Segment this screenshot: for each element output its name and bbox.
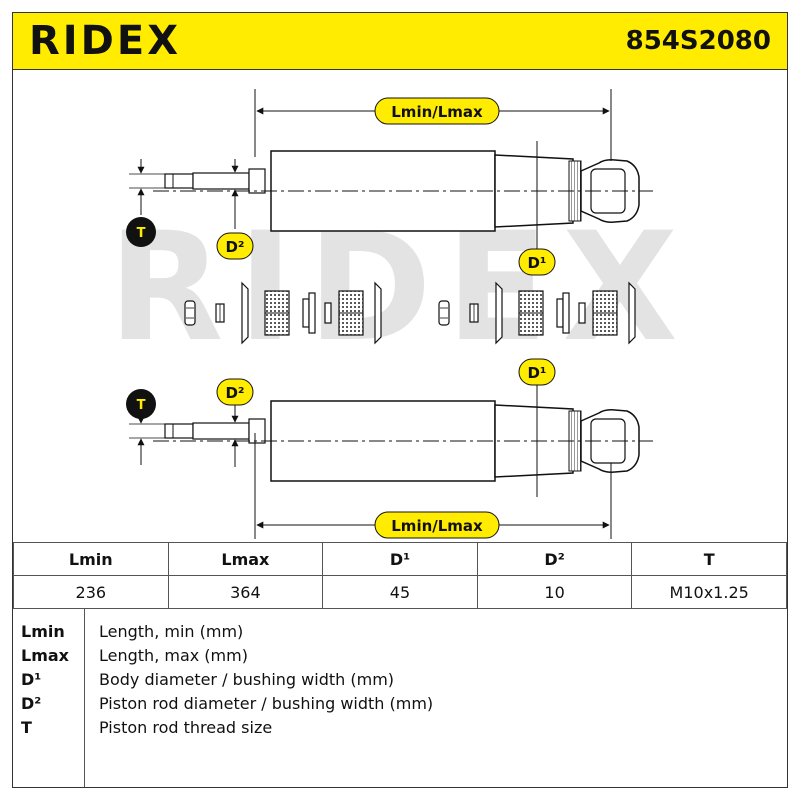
thread-label-bottom: T: [137, 398, 146, 413]
spec-header-d1: D¹: [322, 542, 478, 576]
spec-value-d2: 10: [476, 575, 633, 609]
body-label-top: D¹: [527, 254, 546, 272]
legend-key: D²: [21, 694, 42, 713]
legend-desc: Length, min (mm): [99, 622, 244, 641]
brand-logo: RIDEX: [29, 18, 182, 64]
legend-item: D¹ Body diameter / bushing width (mm): [13, 668, 787, 692]
body-dimension-top: D¹: [518, 141, 556, 276]
thread-dimension-bottom: T: [126, 389, 173, 465]
shock-absorber-bottom: [152, 400, 654, 482]
legend-divider: [84, 608, 85, 787]
body-dimension-bottom: D¹: [518, 358, 556, 497]
part-number: 854S2080: [625, 26, 771, 56]
spec-table-values: 236 364 45 10 M10x1.25: [13, 575, 787, 609]
spec-value-t: M10x1.25: [631, 575, 787, 609]
rod-dimension-bottom: D²: [216, 378, 254, 467]
legend-desc: Length, max (mm): [99, 646, 248, 665]
spec-table-header: Lmin Lmax D¹ D² T: [13, 542, 787, 576]
legend-item: T Piston rod thread size: [13, 716, 787, 740]
length-dimension-bottom: Lmin/Lmax: [254, 433, 612, 539]
legend-key: D¹: [21, 670, 42, 689]
shock-absorber-drawing: RIDEX Lmin/Lmax T D²: [108, 89, 678, 539]
legend-desc: Body diameter / bushing width (mm): [99, 670, 395, 689]
legend-key: Lmax: [21, 646, 69, 665]
length-label-top: Lmin/Lmax: [391, 103, 483, 121]
legend-item: Lmin Length, min (mm): [13, 620, 787, 644]
thread-label-top: T: [137, 226, 146, 241]
body-label-bottom: D¹: [527, 364, 546, 382]
legend-item: D² Piston rod diameter / bushing width (…: [13, 692, 787, 716]
spec-header-lmax: Lmax: [167, 542, 324, 576]
rod-label-bottom: D²: [225, 384, 244, 402]
spec-value-d1: 45: [322, 575, 478, 609]
spec-value-lmax: 364: [167, 575, 324, 609]
thread-dimension-top: T: [126, 159, 173, 247]
length-dimension-top: Lmin/Lmax: [254, 89, 612, 161]
legend-key: Lmin: [21, 622, 65, 641]
spec-sheet: RIDEX 854S2080: [12, 12, 788, 788]
legend-key: T: [21, 718, 32, 737]
spec-header-d2: D²: [476, 542, 633, 576]
spec-table: Lmin Lmax D¹ D² T 236 364 45 10 M10x1.25: [13, 542, 787, 609]
header-bar: RIDEX 854S2080: [13, 13, 787, 70]
rod-dimension-top: D²: [216, 159, 254, 260]
rod-label-top: D²: [225, 238, 244, 256]
spec-value-lmin: 236: [13, 575, 169, 609]
spec-header-lmin: Lmin: [13, 542, 169, 576]
legend: Lmin Length, min (mm) Lmax Length, max (…: [13, 608, 787, 787]
legend-desc: Piston rod thread size: [99, 718, 273, 737]
legend-item: Lmax Length, max (mm): [13, 644, 787, 668]
spec-header-t: T: [631, 542, 787, 576]
legend-desc: Piston rod diameter / bushing width (mm): [99, 694, 434, 713]
length-label-bottom: Lmin/Lmax: [391, 517, 483, 535]
